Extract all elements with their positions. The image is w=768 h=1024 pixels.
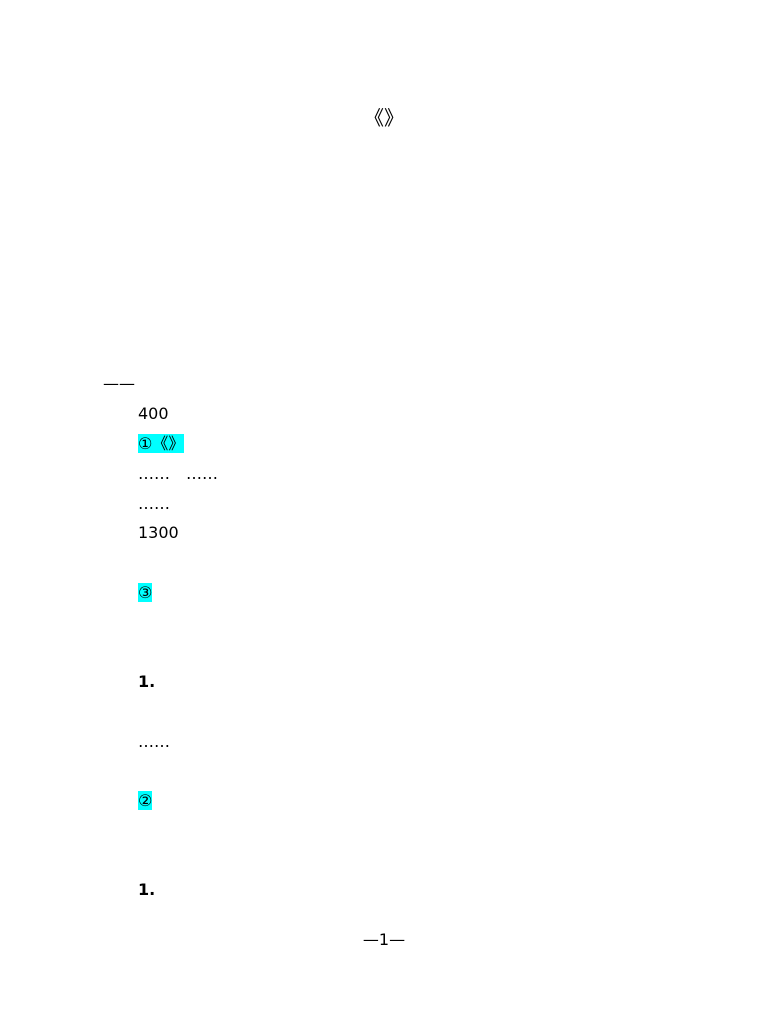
intro-line: —— [103,374,135,393]
numbered-heading: 1. [138,880,156,899]
body-line: …… …… [138,464,219,483]
highlighted-line: ② [138,791,153,811]
highlight-span: ③ [138,583,153,602]
highlight-span: ①《》 [138,434,185,453]
document-title: 《》 [364,106,404,130]
page-number: —1— [362,930,406,949]
highlighted-line: ①《》 [138,434,185,454]
highlighted-paragraph: ③ [103,578,678,608]
numbered-heading: 1. [138,672,156,691]
ellipsis-line: …… [138,732,170,751]
highlight-span: ② [138,791,153,810]
body-line: 400 [138,404,169,423]
ellipsis-line: …… [138,494,170,513]
body-line: 1300 [138,523,179,542]
